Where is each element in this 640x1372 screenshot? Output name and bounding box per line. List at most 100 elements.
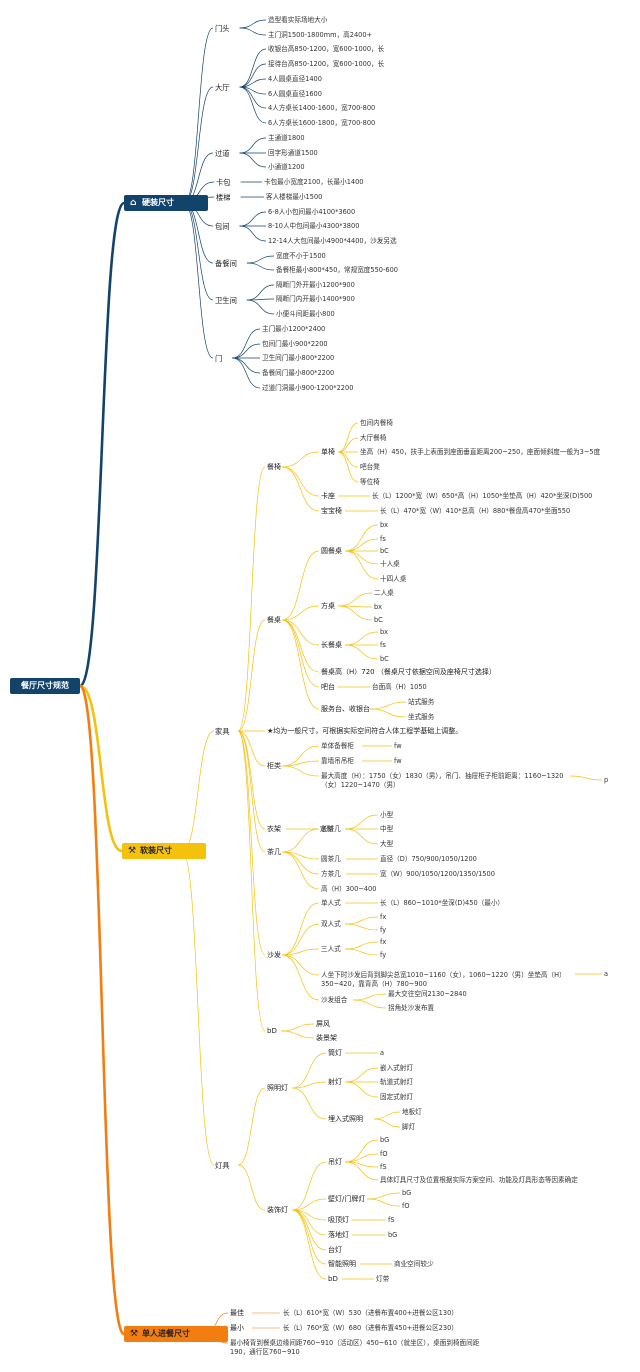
sofa-note[interactable]: 人坐下时沙发后背到脚尖总宽1010~1160（女），1060~1220（男）坐垫… [321,970,566,988]
hard-item[interactable]: 小通道1200 [268,162,305,171]
coat-value[interactable]: 定制 [320,824,334,833]
furniture-cabinet[interactable]: 柜类 [267,761,281,770]
single-min[interactable]: 最小 [230,1323,244,1332]
chair-baby[interactable]: 宝宝椅 [321,506,342,515]
sofa-triple-item[interactable]: fy [380,950,387,959]
sofa-single-value[interactable]: 长（L）860~1010*坐深(D)450（最小） [380,898,505,907]
hard-item[interactable]: 12-14人大包间最小4900*4400，沙发另选 [268,236,397,245]
chair-single[interactable]: 单椅 [321,447,335,456]
spot-item[interactable]: 固定式射灯 [380,1092,413,1101]
hard-item[interactable]: 6-8人小包间最小4100*3600 [268,207,356,216]
hard-group-0[interactable]: 门头 [215,23,230,33]
category-single-dining[interactable]: ⚒ 单人进餐尺寸 [124,1326,228,1342]
hard-item[interactable]: 隔断门内开最小1400*900 [276,294,355,303]
table-service[interactable]: 服务台、收银台 [321,704,370,713]
hard-item[interactable]: 8-10人中包间最小4300*3800 [268,221,360,230]
soft-furniture[interactable]: 家具 [215,726,230,736]
hard-group-8[interactable]: 门 [215,353,223,363]
category-hard-decoration[interactable]: ⌂ 硬装尺寸 [124,195,208,211]
light-wall[interactable]: 壁灯/门牌灯 [328,1194,366,1203]
round-table-item[interactable]: fs [380,534,386,543]
pendant-item[interactable]: 具体灯具尺寸及位置根据实际方案空间、功能及灯具形态等因素确定 [380,1175,578,1184]
soft-lighting[interactable]: 灯具 [215,1160,230,1170]
embedded-item[interactable]: 地板灯 [402,1107,422,1116]
round-table-item[interactable]: 十四人桌 [380,574,407,583]
tea-height[interactable]: 高（H）300~400 [321,884,377,893]
single-chair-item[interactable]: 吧台凳 [360,462,380,471]
embedded-item[interactable]: 脚灯 [402,1122,416,1131]
long-tea-item[interactable]: 小型 [380,810,394,819]
cabinet-wall[interactable]: 靠墙吊吊柜 [321,756,354,765]
hard-group-3[interactable]: 卡包 [216,177,231,187]
sofa-triple-item[interactable]: fx [380,937,387,946]
hard-group-5[interactable]: 包间 [215,221,230,231]
hard-item[interactable]: 卫生间门最小800*2200 [262,353,335,362]
hard-item[interactable]: 6人方桌长1600-1800，宽700-800 [268,118,376,127]
light-spot[interactable]: 射灯 [328,1077,342,1086]
round-table-item[interactable]: 十人桌 [380,559,400,568]
furniture-bd[interactable]: bD [267,1026,277,1035]
hard-group-7[interactable]: 卫生间 [215,295,237,305]
hard-item[interactable]: 回字形通道1500 [268,148,318,157]
long-table-item[interactable]: bx [380,627,389,636]
booth-value[interactable]: 长（L）1200*宽（W）650*高（H）1050*坐垫高（H）420*坐深(D… [372,491,593,500]
single-best-value[interactable]: 长（L）610*宽（W）530（进餐布置400+进餐公区130） [283,1308,458,1317]
light-bd[interactable]: bD [328,1274,338,1283]
pendant-item[interactable]: bG [380,1135,390,1144]
cabinet-wall-value[interactable]: fw [394,756,402,765]
hard-item[interactable]: 卡包最小宽度2100，长最小1400 [264,177,364,186]
pendant-item[interactable]: fS [380,1162,387,1171]
hard-item[interactable]: 接待台高850-1200，宽600-1000，长 [268,59,385,68]
lighting-decorative[interactable]: 装饰灯 [267,1205,288,1214]
table-bar[interactable]: 吧台 [321,682,335,691]
long-tea-item[interactable]: 中型 [380,824,394,833]
sofa-combo-item[interactable]: 拐角处沙发布置 [388,1003,435,1012]
light-floor[interactable]: 落地灯 [328,1230,349,1239]
sofa-note-value[interactable]: a [604,969,609,978]
hard-item[interactable]: 备餐柜最小800*450，常规宽度550-600 [276,265,398,274]
bar-value[interactable]: 台面高（H）1050 [372,682,427,691]
hard-item[interactable]: 包间门最小900*2200 [262,339,328,348]
sofa-combo[interactable]: 沙发组合 [321,995,348,1004]
bd-light-value[interactable]: 灯带 [376,1274,390,1283]
furniture-tea[interactable]: 茶几 [267,847,281,856]
table-long[interactable]: 长餐桌 [321,640,342,649]
tea-round[interactable]: 圆茶几 [321,854,341,863]
single-best[interactable]: 最佳 [230,1308,244,1317]
hard-item[interactable]: 隔断门外开最小1200*900 [276,280,355,289]
light-desk[interactable]: 台灯 [328,1245,342,1254]
hard-group-1[interactable]: 大厅 [215,82,230,92]
sofa-single[interactable]: 单人式 [321,898,341,907]
light-smart[interactable]: 智能照明 [328,1259,356,1268]
hard-item[interactable]: 小便斗间距最小800 [276,309,335,318]
sofa-double-item[interactable]: fx [380,912,387,921]
hard-item[interactable]: 造型看实际场地大小 [268,15,328,24]
root-node[interactable]: 餐厅尺寸规范 [10,678,80,694]
square-table-item[interactable]: 二人桌 [374,588,394,597]
hard-item[interactable]: 备餐间门最小800*2200 [262,368,335,377]
floor-value[interactable]: bG [388,1230,398,1239]
category-soft-decoration[interactable]: ⚒ 软装尺寸 [122,843,206,859]
tea-long[interactable]: 长茶几 [321,824,341,833]
tea-square[interactable]: 方茶几 [321,869,341,878]
spot-item[interactable]: 轨道式射灯 [380,1077,413,1086]
pendant-item[interactable]: fO [380,1149,388,1158]
single-chair-item[interactable]: 坐高（H）450，扶手上表面到座面垂直距离200~250，座面倾斜度一般为3~5… [360,447,601,456]
hard-group-4[interactable]: 楼梯 [216,192,231,202]
table-height[interactable]: 餐桌高（H）720 （餐桌尺寸依据空间及座椅尺寸选择） [321,667,496,676]
hard-group-2[interactable]: 过道 [215,148,230,158]
sofa-double[interactable]: 双人式 [321,919,341,928]
hard-item[interactable]: 过道门洞最小900-1200*2200 [262,383,354,392]
cabinet-height-value[interactable]: p [604,775,609,784]
light-pendant[interactable]: 吊灯 [328,1157,342,1166]
single-min-value[interactable]: 长（L）760*宽（W）680（进餐布置450+进餐公区230） [283,1323,458,1332]
wall-light-item[interactable]: fO [402,1201,410,1210]
square-table-item[interactable]: bC [374,615,383,624]
light-ceiling[interactable]: 吸顶灯 [328,1215,349,1224]
table-round[interactable]: 圆餐桌 [321,546,342,555]
hard-item[interactable]: 宽度不小于1500 [276,251,326,260]
smart-value[interactable]: 商业空间较少 [394,1259,434,1268]
light-embedded[interactable]: 埋入式照明 [328,1114,363,1123]
baby-chair-value[interactable]: 长（L）470*宽（W）410*总高（H）880*餐盘高470*坐面550 [380,506,571,515]
hard-item[interactable]: 主门洞1500-1800mm，高2400+ [268,30,373,39]
